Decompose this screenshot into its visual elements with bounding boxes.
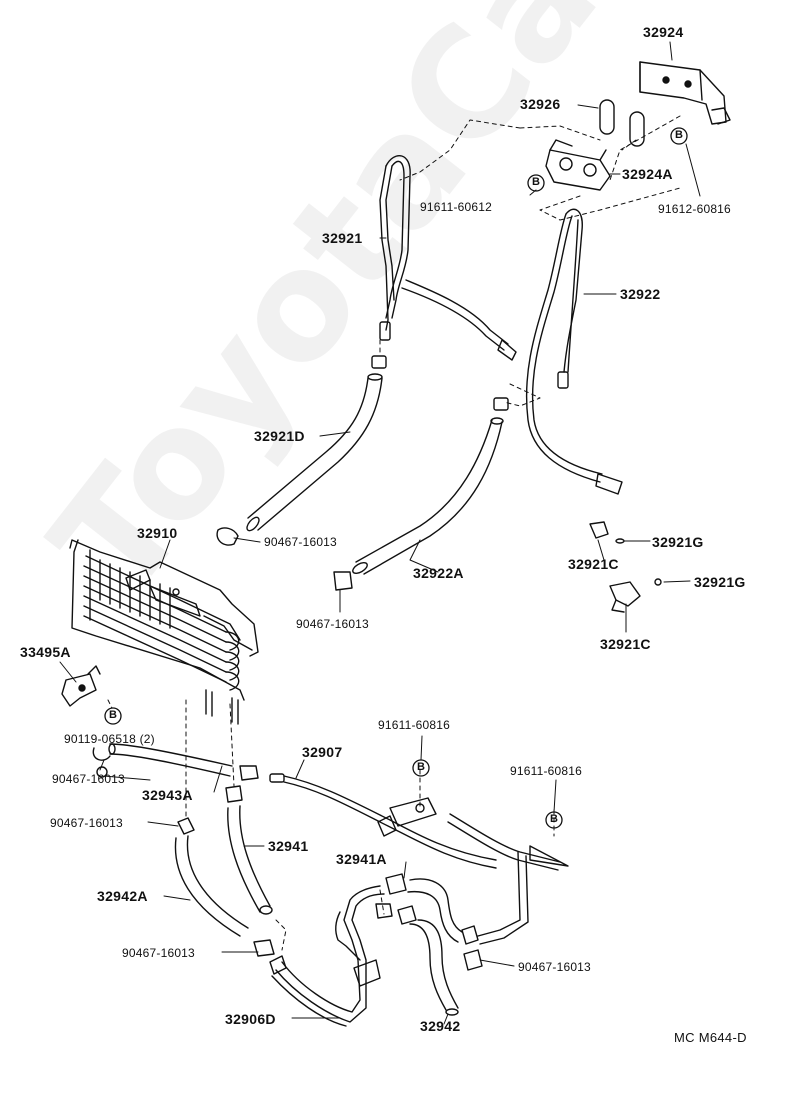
- label-32924: 32924: [643, 24, 684, 40]
- alignment-lines-bottom: [107, 699, 555, 951]
- label-32922: 32922: [620, 286, 661, 302]
- label-91611-60816-b: 91611-60816: [510, 764, 583, 778]
- footer-code: MC M644-D: [674, 1030, 747, 1045]
- label-33495A: 33495A: [20, 644, 71, 660]
- clamp-upper: [225, 785, 243, 803]
- label-32941A: 32941A: [336, 851, 387, 867]
- label-32907: 32907: [302, 744, 343, 760]
- bolt-marker-5: B: [550, 813, 559, 825]
- label-90467-16013-c: 90467-16013: [52, 772, 125, 786]
- hose-32921D: [216, 355, 387, 546]
- label-91611-60612: 91611-60612: [420, 200, 493, 214]
- label-90467-16013-e: 90467-16013: [122, 946, 195, 960]
- label-90119-06518: 90119-06518 (2): [64, 732, 155, 746]
- sleeve-32926: [599, 99, 645, 147]
- label-90467-16013-f: 90467-16013: [518, 960, 591, 974]
- bolt-marker-1: B: [675, 129, 684, 141]
- label-32921G-b: 32921G: [694, 574, 746, 590]
- hose-32941A: [385, 873, 479, 945]
- label-32924A: 32924A: [622, 166, 673, 182]
- label-32942: 32942: [420, 1018, 461, 1034]
- bolt-marker-4: B: [417, 761, 426, 773]
- label-32942A: 32942A: [97, 888, 148, 904]
- hose-32943A: [92, 743, 259, 781]
- pipe-32906D: [269, 885, 393, 1027]
- alignment-lines-top: [379, 115, 681, 407]
- label-32910: 32910: [137, 525, 178, 541]
- bolt-marker-3: B: [109, 709, 118, 721]
- label-90467-16013-d: 90467-16013: [50, 816, 123, 830]
- pipe-right: [447, 813, 569, 945]
- label-32943A: 32943A: [142, 787, 193, 803]
- label-32926: 32926: [520, 96, 561, 112]
- label-32921C-b: 32921C: [600, 636, 651, 652]
- label-90467-16013-b: 90467-16013: [296, 617, 369, 631]
- label-32941: 32941: [268, 838, 309, 854]
- clamp-32924A: [545, 139, 611, 191]
- hose-32942: [397, 905, 483, 1016]
- hose-32922A: [333, 397, 509, 591]
- label-32921: 32921: [322, 230, 363, 246]
- bracket-33495A: [61, 665, 101, 707]
- leader-lines: [59, 41, 701, 1025]
- label-32921C-a: 32921C: [568, 556, 619, 572]
- label-32906D: 32906D: [225, 1011, 276, 1027]
- label-32921G-a: 32921G: [652, 534, 704, 550]
- label-32922A: 32922A: [413, 565, 464, 581]
- pipe-32921: [379, 155, 517, 361]
- hose-32942A: [174, 817, 275, 957]
- pipe-32907: [269, 773, 497, 869]
- label-91612-60816: 91612-60816: [658, 202, 731, 216]
- pipe-32922: [525, 208, 623, 495]
- bolt-marker-2: B: [532, 176, 541, 188]
- label-32921D: 32921D: [254, 428, 305, 444]
- bracket-32924: [639, 61, 731, 125]
- label-91611-60816-a: 91611-60816: [378, 718, 451, 732]
- label-90467-16013-a: 90467-16013: [264, 535, 337, 549]
- oil-cooler-32910: [69, 539, 259, 725]
- hose-32941: [227, 805, 273, 915]
